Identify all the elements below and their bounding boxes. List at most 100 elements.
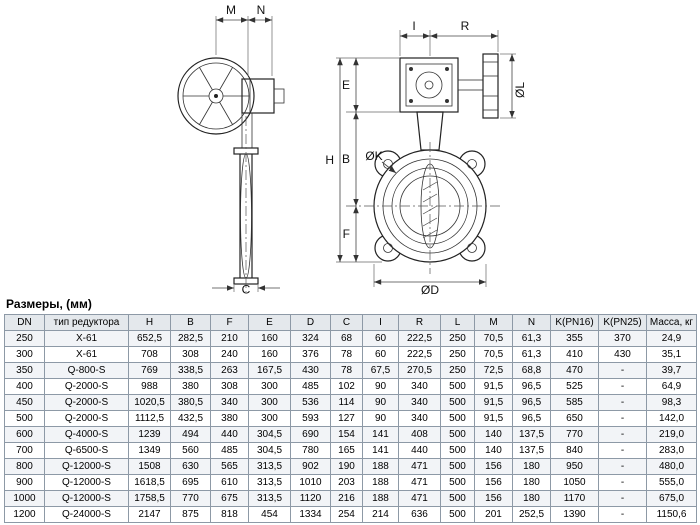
table-cell: 370 [598,330,647,347]
table-cell: 180 [512,458,551,475]
table-cell: 96,5 [512,410,551,427]
table-cell: 1239 [128,426,171,443]
table-cell: - [598,474,647,491]
table-cell: 300 [4,346,45,363]
table-cell: 156 [474,458,513,475]
table-cell: 770 [170,490,211,507]
dim-label-diameter-K: ØK [365,149,382,163]
dimension-H-E-B-F: E B F H [325,57,400,263]
column-header: DN [4,314,45,331]
table-cell: 950 [550,458,599,475]
table-cell: 250 [4,330,45,347]
dimension-diameter-L: ØL [500,53,527,119]
table-cell: 708 [128,346,171,363]
table-cell: 250 [440,362,475,379]
table-cell: 180 [512,490,551,507]
table-cell: 188 [362,490,399,507]
table-cell: - [598,394,647,411]
dim-label-M: M [226,3,236,17]
table-cell: 800 [4,458,45,475]
table-cell: 485 [290,378,331,395]
table-cell: 91,5 [474,410,513,427]
dim-label-E: E [342,78,350,92]
table-cell: 78 [330,362,363,379]
table-cell: 1508 [128,458,171,475]
table-cell: - [598,442,647,459]
table-cell: 167,5 [248,362,291,379]
table-cell: 127 [330,410,363,427]
table-cell: 500 [440,378,475,395]
table-cell: Q-2000-S [44,378,129,395]
table-cell: 471 [398,490,441,507]
table-cell: 250 [440,346,475,363]
table-cell: 471 [398,474,441,491]
dim-label-I: I [412,19,415,33]
table-cell: 585 [550,394,599,411]
table-cell: - [598,378,647,395]
table-cell: 600 [4,426,45,443]
table-cell: 700 [4,442,45,459]
table-title: Размеры, (мм) [6,297,92,311]
table-cell: 1150,6 [646,506,697,523]
table-cell: 1349 [128,442,171,459]
table-cell: 410 [550,346,599,363]
table-cell: 35,1 [646,346,697,363]
table-cell: 380 [170,378,211,395]
table-cell: 67,5 [362,362,399,379]
dimension-C: C [212,283,280,295]
table-cell: Q-12000-S [44,474,129,491]
table-cell: 471 [398,458,441,475]
table-cell: 270,5 [398,362,441,379]
table-cell: 1120 [290,490,331,507]
table-cell: 70,5 [474,330,513,347]
table-cell: 141 [362,426,399,443]
handwheel-front [177,57,255,135]
table-cell: 1000 [4,490,45,507]
table-cell: 304,5 [248,442,291,459]
table-cell: 536 [290,394,331,411]
gearbox-side [241,78,285,148]
table-cell: 1112,5 [128,410,171,427]
table-cell: - [598,506,647,523]
table-cell: 695 [170,474,211,491]
table-cell: 313,5 [248,474,291,491]
table-cell: - [598,458,647,475]
table-cell: 210 [210,330,249,347]
table-cell: 560 [170,442,211,459]
table-cell: 1758,5 [128,490,171,507]
table-cell: 70,5 [474,346,513,363]
table-cell: Q-800-S [44,362,129,379]
table-cell: 875 [170,506,211,523]
dim-label-F: F [343,227,350,241]
table-cell: 340 [398,394,441,411]
column-header: M [474,314,513,331]
table-cell: 60 [362,330,399,347]
table-cell: Q-12000-S [44,490,129,507]
table-cell: 324 [290,330,331,347]
table-cell: 300 [248,394,291,411]
column-header: C [330,314,363,331]
table-cell: 500 [440,394,475,411]
table-cell: 355 [550,330,599,347]
table-cell: 214 [362,506,399,523]
table-cell: 313,5 [248,490,291,507]
table-cell: 90 [362,378,399,395]
dim-label-H: H [325,153,334,167]
table-cell: 902 [290,458,331,475]
table-cell: 90 [362,410,399,427]
table-cell: 780 [290,442,331,459]
table-cell: 818 [210,506,249,523]
table-cell: 652,5 [128,330,171,347]
gearbox-front [399,57,459,113]
table-cell: 154 [330,426,363,443]
table-cell: X-61 [44,330,129,347]
table-cell: 156 [474,474,513,491]
table-cell: 430 [290,362,331,379]
table-cell: 219,0 [646,426,697,443]
dim-label-N: N [257,3,266,17]
